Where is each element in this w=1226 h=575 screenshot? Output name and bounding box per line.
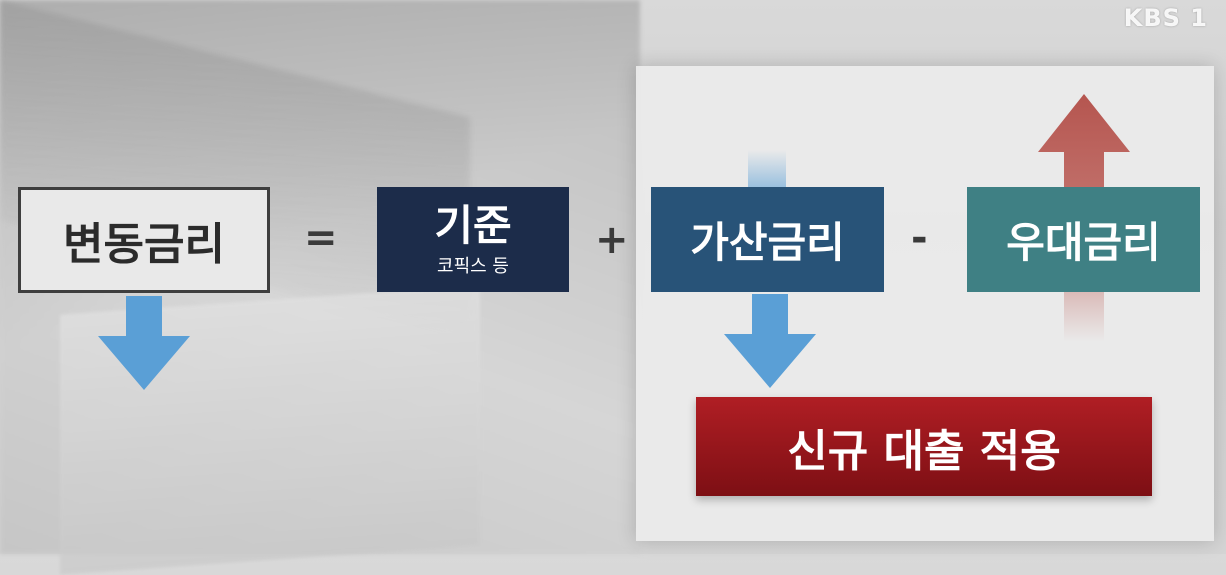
preferential-rate-box: 우대금리	[967, 187, 1200, 292]
spread-rate-label: 가산금리	[690, 218, 845, 267]
spread-rate-box: 가산금리	[651, 187, 884, 292]
broadcaster-logo: KBS 1	[1123, 4, 1208, 32]
arrow-down-icon	[98, 296, 190, 390]
base-rate-sublabel: 코픽스 등	[437, 255, 509, 277]
arrow-down-icon	[724, 294, 816, 388]
minus-sign: -	[911, 215, 928, 261]
preferential-rate-label: 우대금리	[1006, 218, 1161, 267]
new-loan-applied-box: 신규 대출 적용	[696, 397, 1152, 496]
base-rate-label: 기준	[434, 200, 512, 250]
plus-sign: +	[595, 217, 629, 263]
base-rate-box: 기준 코픽스 등	[377, 187, 569, 292]
variable-rate-box: 변동금리	[18, 187, 270, 293]
new-loan-applied-label: 신규 대출 적용	[787, 425, 1061, 477]
equals-sign: =	[304, 215, 338, 261]
arrow-tail-icon	[748, 150, 786, 190]
variable-rate-label: 변동금리	[63, 219, 225, 270]
